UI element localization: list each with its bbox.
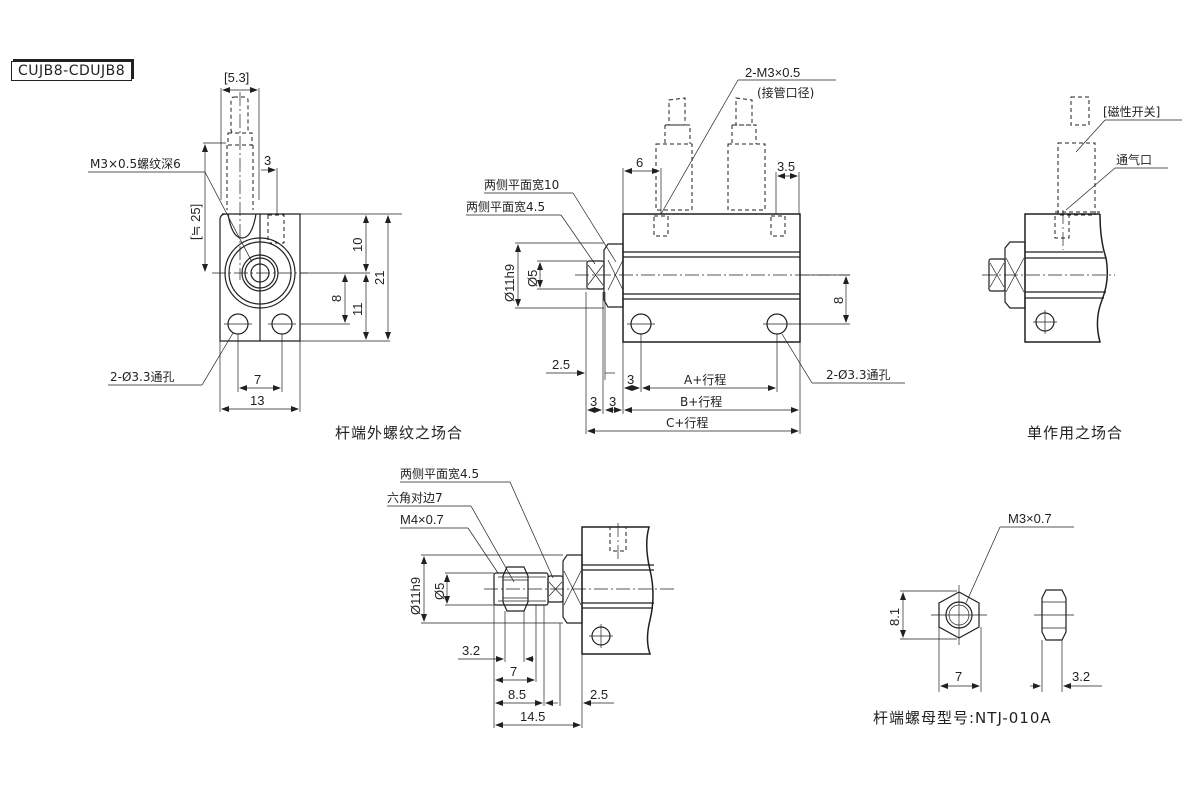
dim-8: 8 [831,297,846,304]
dim-3: 3 [609,394,616,409]
cylinder-body-partial [1024,213,1109,343]
side-view: 2-M3×0.5 (接管口径) 6 3.5 两侧平面宽10 两侧平面宽4.5 Ø… [466,65,905,434]
dim-11: 11 [350,303,365,317]
dim-2-5: 2.5 [590,687,608,702]
nut-view: M3×0.7 8.1 7 3.2 [887,511,1102,692]
single-acting-view: [磁性开关] 通气口 [982,96,1182,343]
caption-nut-model: 杆端螺母型号:NTJ-010A [873,709,1052,727]
dim-b-stroke: B+行程 [680,394,722,409]
rod-end [586,260,605,290]
port-note: 2-M3×0.5 [745,65,800,80]
end-view: [5.3] 3 M3×0.5螺纹深6 [≒ 25] 10 21 8 11 2-Ø… [88,70,402,412]
flat-width-4-5: 两侧平面宽4.5 [400,466,479,481]
dim-7: 7 [955,669,962,684]
male-thread-view: 两侧平面宽4.5 六角对边7 M4×0.7 Ø11h9 Ø5 3.2 7 8.5… [387,466,676,728]
rod-flange [603,243,624,308]
dim-8: 8 [329,295,344,302]
nut-thread-size: M3×0.7 [1008,511,1052,526]
dim-8-5: 8.5 [508,687,526,702]
dim-3: 3 [627,372,634,387]
dim-14-5: 14.5 [520,709,545,724]
dim-3-5: 3.5 [777,159,795,174]
dia-5: Ø5 [432,583,447,600]
caption-single-acting: 单作用之场合 [1027,424,1123,442]
hex-across-flats: 六角对边7 [387,491,443,505]
dim-7: 7 [510,664,517,679]
port-note-size: (接管口径) [757,85,814,100]
hole-note: 2-Ø3.3通孔 [826,368,891,382]
magnetic-switch-note: [磁性开关] [1103,104,1160,119]
thread-size: M4×0.7 [400,512,444,527]
dia-5: Ø5 [525,270,540,287]
dim-3: 3 [264,153,271,168]
dim-switch-height: [≒ 25] [188,204,203,240]
dia-11h9: Ø11h9 [408,577,423,615]
dim-switch-width: [5.3] [224,70,249,85]
flat-width-4-5: 两侧平面宽4.5 [466,199,545,214]
vent-port-note: 通气口 [1116,152,1152,167]
flat-width-10: 两侧平面宽10 [484,177,559,192]
dim-6: 6 [636,155,643,170]
hole-note: 2-Ø3.3通孔 [110,370,175,384]
dim-21: 21 [372,271,387,285]
dim-3-2: 3.2 [462,643,480,658]
dim-3-2: 3.2 [1072,669,1090,684]
switch-outline [655,97,766,211]
dim-3: 3 [590,394,597,409]
thread-note: M3×0.5螺纹深6 [90,157,181,171]
dim-c-stroke: C+行程 [666,415,708,430]
dim-8-1: 8.1 [887,608,902,626]
dim-13: 13 [250,393,264,408]
dia-11h9: Ø11h9 [502,264,517,302]
cylinder-body [622,213,801,343]
switch-outline [226,92,254,280]
caption-rod-end-male-thread: 杆端外螺纹之场合 [335,424,463,442]
dim-2-5: 2.5 [552,357,570,372]
dim-10: 10 [350,238,365,252]
model-label: CUJB8-CDUJB8 [11,61,133,81]
dim-7: 7 [254,372,261,387]
dim-a-stroke: A+行程 [684,372,726,387]
